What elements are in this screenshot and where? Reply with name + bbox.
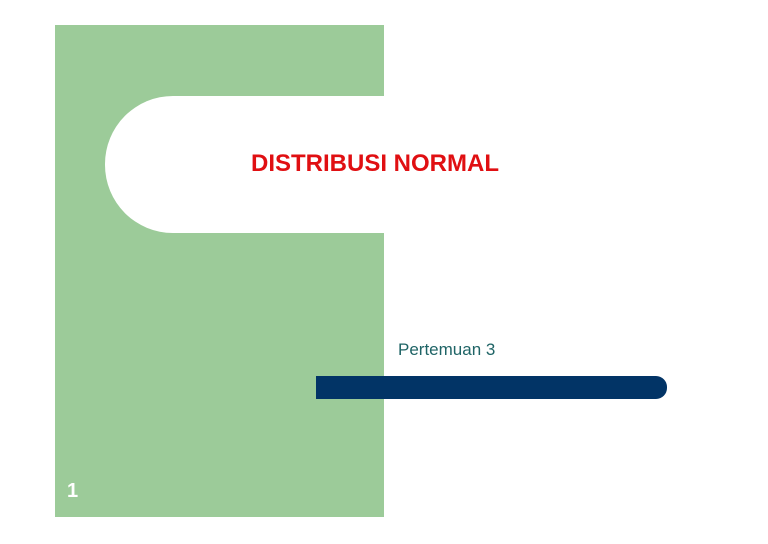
title-pill-shape [105,96,445,233]
slide-title: DISTRIBUSI NORMAL [251,150,499,177]
slide-subtitle: Pertemuan 3 [398,340,496,359]
decorative-blue-bar [316,376,667,399]
slide-number: 1 [67,480,79,502]
